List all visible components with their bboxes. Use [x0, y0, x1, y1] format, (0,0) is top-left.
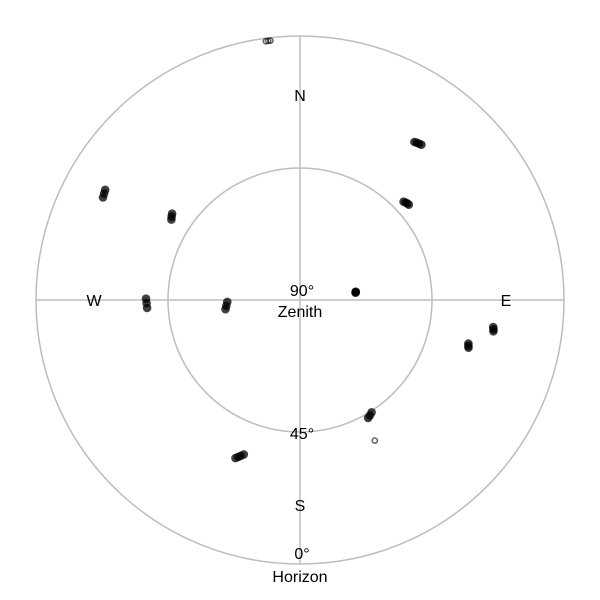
satellite-track	[141, 294, 152, 313]
satellite-track	[221, 297, 232, 314]
satellite-track	[167, 209, 177, 224]
track-point	[141, 294, 151, 304]
satellite-track	[410, 137, 426, 149]
zenith-name-label: Zenith	[278, 304, 322, 321]
cardinal-west: W	[86, 293, 102, 310]
satellite-track	[98, 185, 110, 202]
track-point	[223, 297, 232, 307]
satellite-track	[399, 197, 414, 209]
track-point	[266, 37, 274, 44]
satellite-tracks	[98, 37, 498, 463]
plot-grid	[35, 35, 565, 565]
satellite-track	[464, 339, 473, 353]
satellite-track	[262, 37, 274, 45]
track-point	[404, 200, 414, 209]
track-point	[371, 437, 379, 444]
track-point	[231, 453, 240, 463]
cardinal-north: N	[294, 88, 306, 105]
track-point	[464, 343, 473, 353]
track-point	[167, 209, 177, 218]
zenith-value-label: 90°	[290, 283, 314, 300]
satellite-track	[231, 450, 249, 463]
plot-labels: N E S W 90° Zenith 45° 0° Horizon	[86, 88, 511, 586]
satellite-track	[488, 322, 498, 336]
track-point	[351, 288, 360, 298]
horizon-value-label: 0°	[294, 546, 309, 563]
track-point	[489, 327, 498, 336]
track-point	[100, 185, 110, 195]
track-point	[417, 140, 426, 149]
cardinal-east: E	[501, 293, 512, 310]
satellite-track	[351, 287, 361, 298]
elevation-45-label: 45°	[290, 426, 314, 443]
satellite-track	[371, 437, 379, 444]
track-point	[363, 413, 373, 423]
satellite-track	[363, 408, 376, 423]
horizon-name-label: Horizon	[272, 569, 327, 586]
cardinal-south: S	[295, 498, 306, 515]
